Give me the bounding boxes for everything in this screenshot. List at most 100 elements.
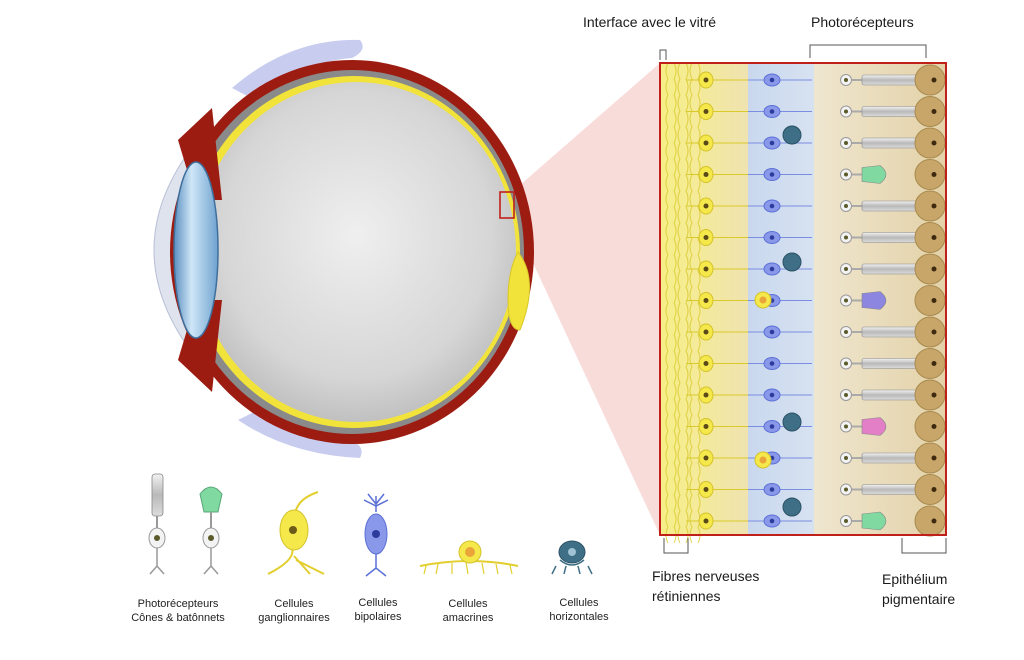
bipolar-nucleus [769, 518, 775, 524]
rod-outer-segment [861, 200, 919, 212]
legend-line2: amacrines [442, 612, 494, 624]
ganglion-nucleus [703, 77, 709, 83]
ganglion-nucleus [703, 392, 709, 398]
detail-frame [659, 62, 947, 536]
rpe-cell [914, 348, 946, 379]
bipolar-nucleus [769, 487, 775, 492]
rpe-cell [914, 190, 946, 222]
bracket-epithelium [901, 538, 947, 554]
ganglion-nucleus [703, 203, 709, 209]
bracket-photoreceptors [809, 44, 927, 58]
ganglion-nucleus [703, 329, 709, 335]
label-nerve-fibers-line2: rétiniennes [652, 588, 721, 604]
photoreceptor-nucleus [844, 78, 848, 82]
amacrine-nucleus [759, 456, 767, 464]
legend-line2: horizontales [549, 611, 609, 623]
bracket-vitreous-interface [659, 49, 667, 60]
cone-outer-segment [861, 511, 887, 531]
optic-disc [507, 251, 530, 331]
bipolar-nucleus [769, 266, 775, 272]
legend-label-amacrine: Cellules amacrines [428, 597, 508, 625]
rpe-nucleus [931, 172, 937, 177]
rod-icon [148, 473, 166, 575]
photoreceptor-nucleus [844, 330, 848, 334]
rpe-nucleus [931, 266, 937, 272]
photoreceptor-nucleus [844, 141, 848, 145]
amacrine-cell-icon [419, 540, 519, 575]
rpe-nucleus [931, 455, 937, 461]
nerve-fiber [673, 62, 677, 544]
photoreceptor-nucleus [844, 424, 848, 429]
legend-line2: ganglionnaires [258, 612, 330, 624]
legend-line2: bipolaires [354, 611, 402, 623]
legend-label-bipolar: Cellules bipolaires [338, 596, 418, 624]
retina-detail [659, 62, 947, 544]
amacrine-nucleus [759, 296, 767, 304]
bipolar-nucleus [769, 109, 775, 114]
rpe-cell [914, 411, 946, 442]
rpe-nucleus [931, 140, 937, 146]
photoreceptor-nucleus [844, 204, 848, 208]
ganglion-nucleus [703, 172, 709, 177]
bipolar-nucleus [769, 172, 775, 177]
brackets [659, 44, 947, 554]
ganglion-nucleus [703, 140, 709, 146]
legend-line1: Cellules [274, 598, 314, 610]
bipolar-nucleus [769, 392, 775, 398]
legend-icons [148, 473, 593, 577]
ganglion-nucleus [703, 487, 709, 492]
rod-outer-segment [861, 452, 919, 464]
rod-outer-segment [861, 326, 919, 338]
label-nerve-fibers: Fibres nerveuses rétiniennes [652, 566, 759, 606]
ganglion-nucleus [703, 424, 709, 429]
rod-outer-segment [861, 106, 919, 117]
eye-cross-section [153, 39, 534, 458]
ganglion-cell-icon [267, 491, 325, 575]
horizontal-cell [782, 252, 802, 272]
iris-upper [178, 108, 222, 200]
legend-line2: Cônes & batônnets [131, 612, 225, 624]
legend-label-ganglion: Cellules ganglionnaires [244, 597, 344, 625]
ganglion-nucleus [703, 455, 709, 461]
bipolar-nucleus [769, 203, 775, 209]
rod-outer-segment [861, 232, 919, 243]
rod-outer-segment [861, 358, 919, 369]
rpe-nucleus [931, 203, 937, 209]
photoreceptor-nucleus [844, 235, 848, 240]
horizontal-cell-icon [551, 540, 593, 575]
rpe-cell [914, 159, 946, 190]
rpe-nucleus [931, 361, 937, 366]
rpe-nucleus [931, 329, 937, 335]
cone-outer-segment [861, 291, 887, 310]
horizontal-cell [782, 125, 802, 145]
legend-line1: Cellules [559, 597, 599, 609]
legend-label-horizontal: Cellules horizontales [534, 596, 624, 624]
cone-icon [199, 486, 223, 575]
label-epithelium: Epithélium pigmentaire [882, 569, 955, 609]
bracket-nerve-fibers [663, 538, 689, 554]
rpe-cell [914, 253, 946, 285]
bipolar-nucleus [769, 361, 775, 366]
iris-lower [178, 300, 222, 392]
legend-line1: Photorécepteurs [137, 598, 219, 610]
cone-outer-segment [861, 165, 887, 184]
rpe-nucleus [931, 518, 937, 524]
rpe-cell [914, 96, 946, 127]
legend-label-photoreceptors: Photorécepteurs Cônes & batônnets [118, 597, 238, 625]
nerve-fiber [677, 62, 681, 544]
lens [173, 161, 219, 339]
rpe-cell [914, 474, 946, 505]
label-vitreous-interface: Interface avec le vitré [583, 14, 717, 30]
photoreceptor-nucleus [844, 361, 848, 366]
zoom-marker [499, 191, 515, 219]
ganglion-nucleus [703, 361, 709, 366]
rod-outer-segment [861, 263, 919, 275]
cone-outer-segment [861, 417, 887, 436]
label-photoreceptors: Photorécepteurs [811, 14, 914, 30]
rod-outer-segment [861, 74, 919, 86]
rpe-nucleus [931, 77, 937, 83]
zoom-projection [512, 63, 660, 535]
rpe-cell [914, 379, 946, 411]
photoreceptor-nucleus [844, 267, 848, 271]
